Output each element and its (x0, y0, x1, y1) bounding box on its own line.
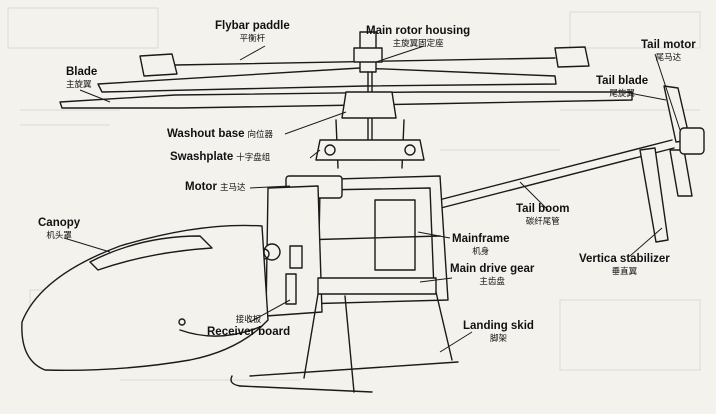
label-landing-skid: Landing skid 脚架 (463, 320, 534, 344)
label-swashplate: Swashplate 十字盘组 (170, 151, 271, 164)
label-motor: Motor 主马达 (185, 181, 246, 194)
label-motor-zh: 主马达 (219, 183, 246, 193)
label-tail-blade-en: Tail blade (596, 75, 649, 87)
label-washout-base-zh: 向位器 (247, 130, 274, 140)
canopy (21, 224, 269, 371)
tail-boom (399, 139, 675, 219)
label-main-rotor-housing-en: Main rotor housing (366, 25, 471, 37)
label-swashplate-en: Swashplate (170, 151, 234, 163)
tail-unit (639, 85, 705, 243)
label-blade-zh: 主旋翼 (66, 79, 92, 90)
label-flybar-paddle-zh: 平衡杆 (239, 33, 266, 44)
label-tail-boom-zh: 碳纤尾管 (525, 216, 560, 227)
label-tail-motor-zh: 尾马达 (655, 52, 682, 63)
label-washout-base-en: Washout base (167, 128, 245, 140)
label-canopy-en: Canopy (38, 217, 81, 229)
label-flybar-paddle: Flybar paddle 平衡杆 (215, 20, 290, 44)
label-tail-boom-en: Tail boom (516, 203, 570, 215)
label-landing-skid-en: Landing skid (463, 320, 534, 332)
label-vertical-stabilizer: Vertica stabilizer 垂直翼 (579, 253, 670, 277)
label-main-drive-gear-zh: 主齿盘 (479, 276, 505, 287)
label-washout-base: Washout base 向位器 (167, 128, 274, 141)
label-main-rotor-housing-zh: 主旋翼固定座 (392, 38, 444, 49)
label-main-drive-gear: Main drive gear 主齿盘 (450, 263, 535, 287)
rotor-head (315, 31, 425, 169)
label-mainframe-zh: 机身 (472, 246, 490, 257)
label-vertical-stabilizer-zh: 垂直翼 (611, 266, 638, 277)
landing-skid (230, 291, 459, 393)
label-flybar-paddle-en: Flybar paddle (215, 20, 290, 32)
leader-lines (63, 45, 681, 353)
label-blade: Blade 主旋翼 (66, 66, 98, 90)
label-tail-boom: Tail boom 碳纤尾管 (516, 203, 570, 227)
label-tail-blade: Tail blade 尾旋翼 (596, 75, 649, 99)
receiver-plate (258, 185, 323, 317)
label-canopy-zh: 机头罩 (46, 230, 72, 241)
flybar-paddle (139, 46, 590, 77)
main-drive-gear (317, 277, 437, 295)
label-tail-blade-zh: 尾旋翼 (609, 88, 635, 99)
label-motor-en: Motor (185, 181, 217, 193)
label-receiver-board-zh: 接收板 (235, 315, 262, 325)
label-swashplate-zh: 十字盘组 (236, 153, 271, 163)
label-receiver-board: 接收板 Receiver board (207, 316, 290, 338)
label-mainframe-en: Mainframe (452, 233, 510, 245)
label-canopy: Canopy 机头罩 (38, 217, 81, 241)
label-receiver-board-en: Receiver board (207, 325, 291, 338)
label-mainframe: Mainframe 机身 (452, 233, 510, 257)
label-vertical-stabilizer-en: Vertica stabilizer (579, 253, 670, 265)
mainframe (285, 175, 449, 305)
label-tail-motor-en: Tail motor (641, 39, 696, 51)
label-tail-motor: Tail motor 尾马达 (641, 39, 696, 63)
label-landing-skid-zh: 脚架 (489, 333, 507, 344)
label-main-drive-gear-en: Main drive gear (450, 263, 535, 275)
label-main-rotor-housing: Main rotor housing 主旋翼固定座 (366, 25, 471, 49)
label-blade-en: Blade (66, 66, 98, 78)
